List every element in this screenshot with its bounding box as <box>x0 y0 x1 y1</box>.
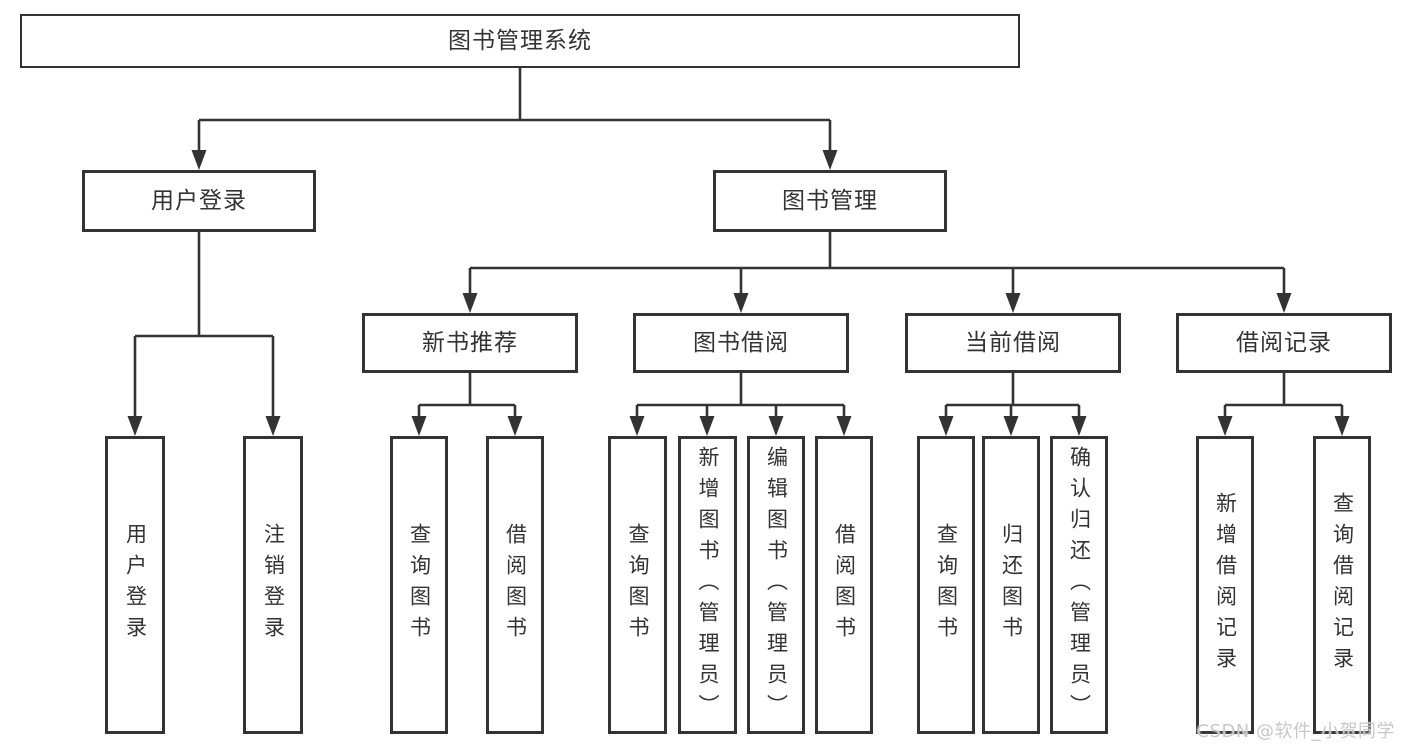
connector-root-to-level2 <box>191 68 838 170</box>
arrow-down-icon <box>1071 416 1087 436</box>
arrow-down-icon <box>1005 293 1021 313</box>
connector-borrow-records-children <box>1217 373 1350 436</box>
node-label: 借阅图书 <box>503 523 528 647</box>
node-current-borrowing: 当前借阅 <box>905 313 1121 373</box>
leaf-confirm-return-admin: 确认归还（管理员） <box>1050 436 1108 734</box>
node-label: 借阅记录 <box>1236 329 1332 356</box>
node-book-management: 图书管理 <box>713 170 947 232</box>
node-library-system: 图书管理系统 <box>20 14 1020 68</box>
leaf-query-books-recommend: 查询图书 <box>390 436 448 734</box>
node-borrowing-records: 借阅记录 <box>1176 313 1392 373</box>
connector-user-login-children <box>127 232 281 436</box>
node-label: 新书推荐 <box>422 329 518 356</box>
leaf-borrow-books-recommend: 借阅图书 <box>486 436 544 734</box>
connector-book-management-children <box>462 232 1292 313</box>
node-label: 查询图书 <box>934 523 959 647</box>
arrow-down-icon <box>629 416 645 436</box>
node-label: 图书借阅 <box>693 329 789 356</box>
connector-book-borrowing-children <box>629 373 852 436</box>
leaf-add-borrow-record: 新增借阅记录 <box>1196 436 1254 734</box>
leaf-query-books-current: 查询图书 <box>917 436 975 734</box>
node-label: 归还图书 <box>999 523 1024 647</box>
leaf-query-borrow-record: 查询借阅记录 <box>1313 436 1371 734</box>
arrow-down-icon <box>938 416 954 436</box>
arrow-down-icon <box>699 416 715 436</box>
arrow-down-icon <box>265 416 281 436</box>
csdn-watermark: CSDN @软件_小贺同学 <box>1196 721 1395 742</box>
leaf-add-book-admin: 新增图书（管理员） <box>678 436 737 734</box>
node-label: 新增图书（管理员） <box>696 445 720 725</box>
node-user-login: 用户登录 <box>82 170 316 232</box>
node-label: 图书管理系统 <box>448 27 592 54</box>
connector-new-book-children <box>411 373 523 436</box>
node-label: 查询借阅记录 <box>1330 492 1355 678</box>
node-book-borrowing: 图书借阅 <box>633 313 849 373</box>
node-label: 查询图书 <box>626 523 650 647</box>
arrow-down-icon <box>1276 293 1292 313</box>
leaf-query-books-borrowing: 查询图书 <box>608 436 667 734</box>
node-label: 用户登录 <box>123 523 148 647</box>
connector-current-borrowing-children <box>938 373 1087 436</box>
leaf-return-books: 归还图书 <box>982 436 1040 734</box>
leaf-edit-book-admin: 编辑图书（管理员） <box>747 436 805 734</box>
arrow-down-icon <box>822 150 838 170</box>
node-label: 当前借阅 <box>965 329 1061 356</box>
node-label: 确认归还（管理员） <box>1067 445 1092 725</box>
arrow-down-icon <box>733 293 749 313</box>
node-new-book-recommendation: 新书推荐 <box>362 313 578 373</box>
arrow-down-icon <box>1003 416 1019 436</box>
arrow-down-icon <box>411 416 427 436</box>
node-label: 编辑图书（管理员） <box>764 445 789 725</box>
node-label: 图书管理 <box>782 187 878 214</box>
leaf-logout: 注销登录 <box>243 436 303 734</box>
arrow-down-icon <box>1217 416 1233 436</box>
arrow-down-icon <box>1334 416 1350 436</box>
arrow-down-icon <box>836 416 852 436</box>
arrow-down-icon <box>462 293 478 313</box>
arrow-down-icon <box>768 416 784 436</box>
node-label: 查询图书 <box>407 523 432 647</box>
node-label: 注销登录 <box>261 523 286 647</box>
arrow-down-icon <box>507 416 523 436</box>
node-label: 借阅图书 <box>832 523 857 647</box>
arrow-down-icon <box>127 416 143 436</box>
node-label: 新增借阅记录 <box>1213 492 1238 678</box>
leaf-borrow-books-borrowing: 借阅图书 <box>815 436 873 734</box>
node-label: 用户登录 <box>151 187 247 214</box>
leaf-user-login: 用户登录 <box>105 436 165 734</box>
arrow-down-icon <box>191 150 207 170</box>
